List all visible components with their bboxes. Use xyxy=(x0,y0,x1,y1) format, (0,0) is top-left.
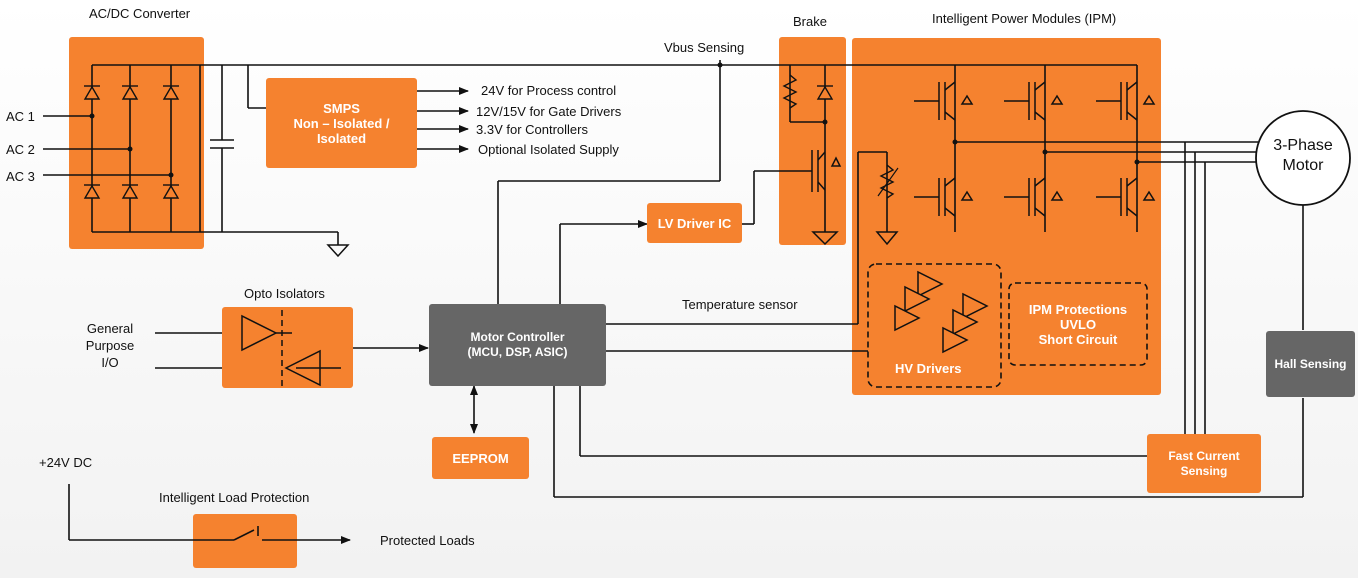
v24-label: +24V DC xyxy=(39,455,93,470)
hall-sensing-label: Hall Sensing xyxy=(1274,356,1347,371)
mc-line2: (MCU, DSP, ASIC) xyxy=(467,345,568,359)
hall-sensing-block: Hall Sensing xyxy=(1266,331,1355,397)
smps-line2: Non – Isolated / xyxy=(293,115,390,131)
out-24v: 24V for Process control xyxy=(481,83,617,98)
ilp-block xyxy=(193,514,297,568)
gpio-label: General Purpose I/O xyxy=(76,320,144,371)
brake-block xyxy=(779,37,846,245)
hv-drivers-box xyxy=(867,263,1002,388)
out-isolated: Optional Isolated Supply xyxy=(478,142,619,157)
ipmp-line2: UVLO xyxy=(1059,317,1097,332)
hv-drivers-label: HV Drivers xyxy=(895,361,962,376)
gpio-line2: Purpose xyxy=(85,338,135,353)
acdc-block xyxy=(69,37,204,249)
acdc-title: AC/DC Converter xyxy=(89,6,191,21)
fast-current-sensing-block: Fast Current Sensing xyxy=(1147,434,1261,493)
eeprom-block: EEPROM xyxy=(432,437,529,479)
vbus-label: Vbus Sensing xyxy=(664,40,745,55)
mc-line1: Motor Controller xyxy=(470,330,565,344)
ac1-label: AC 1 xyxy=(6,109,35,124)
gpio-line3: I/O xyxy=(101,355,119,370)
fcs-line2: Sensing xyxy=(1180,463,1228,478)
opto-title: Opto Isolators xyxy=(244,286,325,301)
ilp-title: Intelligent Load Protection xyxy=(159,490,310,505)
motor-label: 3-Phase Motor xyxy=(1263,136,1343,176)
out-12v: 12V/15V for Gate Drivers xyxy=(476,104,622,119)
motor-controller-block: Motor Controller (MCU, DSP, ASIC) xyxy=(429,304,606,386)
fcs-line1: Fast Current xyxy=(1168,448,1240,463)
ipmp-line1: IPM Protections xyxy=(1028,302,1128,317)
ipm-protections-box xyxy=(1008,282,1148,366)
gpio-line1: General xyxy=(86,321,134,336)
smps-line1: SMPS xyxy=(323,100,360,116)
smps-line3: Isolated xyxy=(316,130,367,146)
ipmp-line3: Short Circuit xyxy=(1038,332,1118,347)
brake-label: Brake xyxy=(793,14,827,29)
ipm-protections-label: IPM Protections UVLO Short Circuit xyxy=(1011,302,1145,347)
eeprom-label: EEPROM xyxy=(452,450,509,466)
lv-driver-block: LV Driver IC xyxy=(647,203,742,243)
lv-driver-label: LV Driver IC xyxy=(657,215,732,231)
smps-block: SMPS Non – Isolated / Isolated xyxy=(266,78,417,168)
ipm-block xyxy=(852,38,1161,395)
ac2-label: AC 2 xyxy=(6,142,35,157)
ac3-label: AC 3 xyxy=(6,169,35,184)
protected-loads-label: Protected Loads xyxy=(380,533,475,548)
motor-circle xyxy=(1255,110,1351,206)
motor-label-line2: Motor xyxy=(1282,157,1324,174)
out-3v3: 3.3V for Controllers xyxy=(476,122,588,137)
motor-label-line1: 3-Phase xyxy=(1273,137,1333,154)
ipm-title: Intelligent Power Modules (IPM) xyxy=(932,11,1117,26)
temp-sensor-label: Temperature sensor xyxy=(682,297,798,312)
